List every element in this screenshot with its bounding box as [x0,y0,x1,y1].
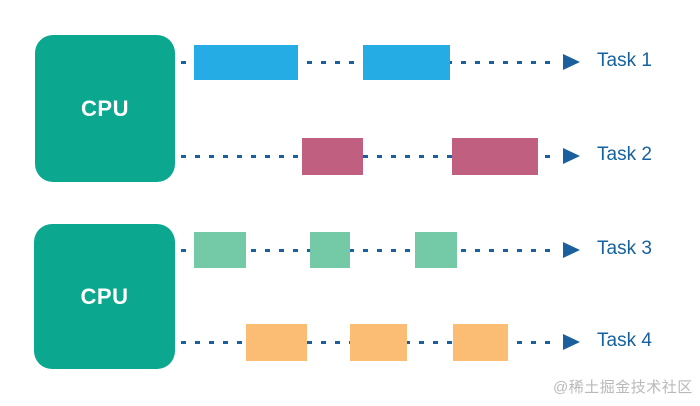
execution-block [194,45,298,80]
execution-block [415,232,457,268]
cpu-label: CPU [81,95,129,121]
execution-block [246,324,307,361]
task-label-2: Task 2 [597,144,652,166]
cpu-block-2: CPU [34,224,175,369]
task-label-4: Task 4 [597,330,652,352]
execution-block [310,232,350,268]
arrowhead-icon [563,334,580,350]
execution-block [194,232,246,268]
cpu-label: CPU [80,283,129,309]
arrowhead-icon [563,148,580,164]
arrowhead-icon [563,54,580,70]
execution-block [453,324,508,361]
task-label-3: Task 3 [597,238,652,260]
execution-block [350,324,407,361]
execution-block [302,138,363,175]
cpu-block-1: CPU [35,35,175,182]
task-timeline-dotted-line [181,154,558,158]
task-timeline-dotted-line [181,248,558,252]
watermark: @稀土掘金技术社区 [553,379,693,396]
arrowhead-icon [563,242,580,258]
execution-block [363,45,450,80]
task-label-1: Task 1 [597,50,652,72]
execution-block [452,138,538,175]
